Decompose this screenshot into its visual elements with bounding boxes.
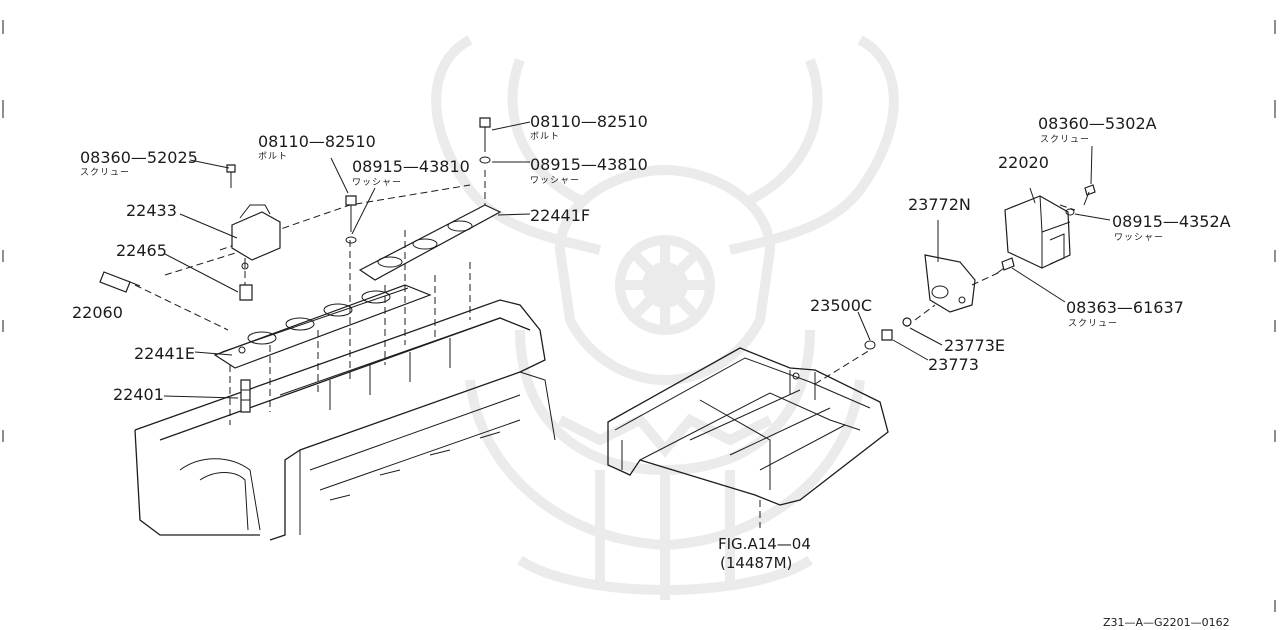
callout-08360-52025: 08360—52025 <box>80 148 198 167</box>
callout-08360-5302A-name: スクリュー <box>1040 134 1090 145</box>
leader-lines <box>163 121 1111 399</box>
callout-08915-43810-left-name: ワッシャー <box>352 178 402 188</box>
callout-22441E: 22441E <box>134 344 195 363</box>
callout-08915-4352A: 08915—4352A <box>1112 212 1231 231</box>
callout-23773E: 23773E <box>944 336 1005 355</box>
callout-08110-82510-left: 08110—82510 <box>258 132 376 151</box>
callout-22465: 22465 <box>116 241 167 260</box>
callout-22433: 22433 <box>126 201 177 220</box>
callout-22020: 22020 <box>998 153 1049 172</box>
callout-22401: 22401 <box>113 385 164 404</box>
callout-08915-43810-right-name: ワッシャー <box>530 176 580 186</box>
figure-ref-fig: FIG.A14—04 <box>718 535 811 553</box>
plenum-and-module-assembly <box>607 184 1096 528</box>
callout-23500C: 23500C <box>810 296 872 315</box>
callout-labels: 08360—52025 スクリュー 08110—82510 ボルト 08915—… <box>72 112 1231 404</box>
callout-08110-82510-left-name: ボルト <box>258 151 288 162</box>
callout-08915-43810-left: 08915—43810 <box>352 157 470 176</box>
callout-08360-5302A: 08360—5302A <box>1038 114 1157 133</box>
callout-22060: 22060 <box>72 303 123 322</box>
samurai-helmet-watermark-icon <box>431 35 899 600</box>
callout-08915-43810-right: 08915—43810 <box>530 155 648 174</box>
callout-08110-82510-right: 08110—82510 <box>530 112 648 131</box>
callout-23772N: 23772N <box>908 195 971 214</box>
figure-reference: FIG.A14—04 (14487M) <box>718 535 811 572</box>
callout-08915-4352A-name: ワッシャー <box>1114 233 1164 243</box>
callout-22441F: 22441F <box>530 206 590 225</box>
margin-marks <box>2 20 1276 612</box>
callout-08110-82510-right-name: ボルト <box>530 131 560 142</box>
callout-23773: 23773 <box>928 355 979 374</box>
drawing-code: Z31—A—G2201—0162 <box>1103 616 1230 629</box>
callout-08363-61637: 08363—61637 <box>1066 298 1184 317</box>
figure-ref-part: (14487M) <box>720 554 792 572</box>
callout-08363-61637-name: スクリュー <box>1068 318 1118 329</box>
callout-08360-52025-name: スクリュー <box>80 167 130 178</box>
cylinder-head-assembly <box>99 117 556 541</box>
